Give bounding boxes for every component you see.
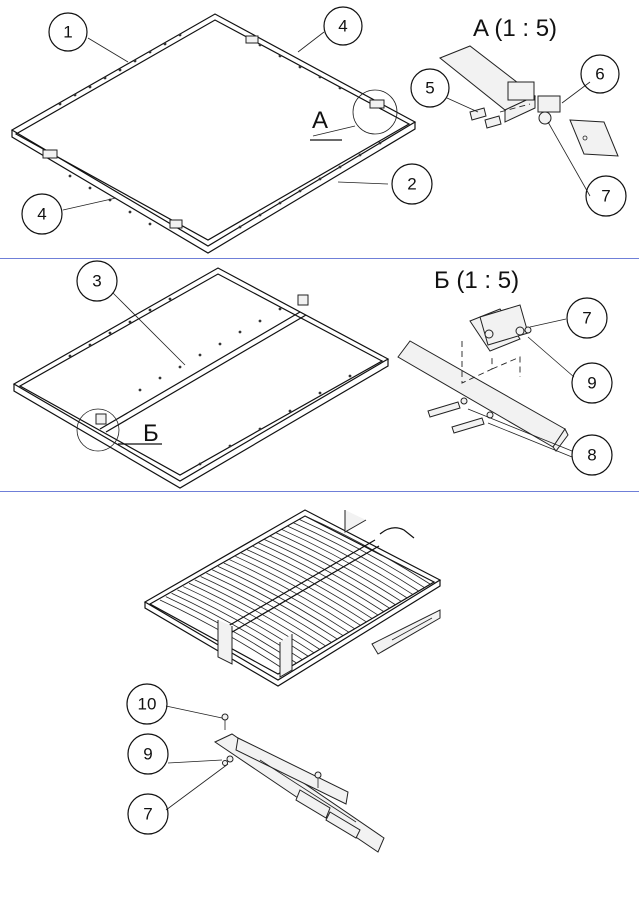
callout-7: 7 [566, 297, 608, 339]
svg-text:5: 5 [425, 79, 434, 98]
slat [206, 572, 332, 643]
slat-bed-drawing: 10 9 7 [126, 509, 442, 853]
callout-7: 7 [127, 793, 169, 835]
callout-9: 9 [571, 362, 613, 404]
callout-2: 2 [391, 163, 433, 205]
slat [241, 552, 367, 623]
callout-8: 8 [571, 434, 613, 476]
svg-text:1: 1 [63, 23, 72, 42]
detail-b-parts [397, 304, 569, 452]
callout-5: 5 [410, 68, 450, 108]
panel-slat-bed-assembly: 10 9 7 [0, 492, 639, 897]
svg-text:3: 3 [92, 272, 101, 291]
svg-text:7: 7 [601, 187, 610, 206]
svg-text:10: 10 [138, 695, 157, 714]
svg-text:4: 4 [37, 205, 46, 224]
slat [217, 566, 344, 636]
callout-1: 1 [48, 12, 88, 52]
callout-3: 3 [76, 260, 118, 302]
slat [246, 549, 373, 619]
frame-drawing-2: Б 3 Б (1 : 5) [12, 260, 613, 489]
slat [293, 522, 419, 592]
slat [275, 532, 402, 602]
detail-circle-a [352, 89, 398, 135]
callout-10: 10 [126, 683, 168, 725]
svg-text:9: 9 [587, 374, 596, 393]
slat [264, 539, 390, 609]
callout-4-top: 4 [323, 6, 363, 46]
slat [258, 542, 384, 612]
side-rail-exploded [213, 713, 385, 853]
slat [212, 569, 338, 640]
svg-text:8: 8 [587, 446, 596, 465]
panel-frame-assembly: A 1 4 2 4 A (1 : [0, 0, 639, 258]
slat [188, 582, 315, 654]
slat-bed-base [143, 509, 442, 687]
slat [235, 555, 361, 626]
svg-text:6: 6 [595, 65, 604, 84]
slat [229, 559, 355, 630]
callout-4-bottom: 4 [21, 193, 63, 235]
separator-2 [0, 491, 639, 492]
frame-drawing-1: A 1 4 2 4 A (1 : [10, 6, 627, 254]
side-frame [10, 13, 417, 254]
slat [223, 562, 350, 633]
callout-7: 7 [585, 175, 627, 217]
slat [270, 535, 396, 605]
slat [299, 518, 425, 588]
slat [200, 576, 326, 647]
slat [194, 579, 321, 650]
frame-with-crossbar [12, 267, 390, 489]
view-label-a: A [312, 107, 328, 134]
slat [281, 529, 408, 599]
svg-text:2: 2 [407, 175, 416, 194]
svg-text:7: 7 [582, 309, 591, 328]
callout-9: 9 [127, 733, 169, 775]
slat [287, 525, 413, 595]
svg-text:4: 4 [338, 17, 347, 36]
detail-title-a: A (1 : 5) [473, 15, 557, 42]
detail-a-parts [439, 45, 619, 157]
slat [304, 515, 431, 585]
slat [252, 545, 379, 616]
detail-title-b: Б (1 : 5) [434, 267, 519, 294]
slat [183, 586, 309, 657]
detail-circle-b [76, 408, 120, 452]
svg-text:9: 9 [143, 745, 152, 764]
view-label-b: Б [143, 420, 159, 447]
callout-6: 6 [580, 54, 620, 94]
svg-text:7: 7 [143, 805, 152, 824]
separator-1 [0, 258, 639, 259]
panel-crossbar-assembly: Б 3 Б (1 : 5) [0, 259, 639, 491]
